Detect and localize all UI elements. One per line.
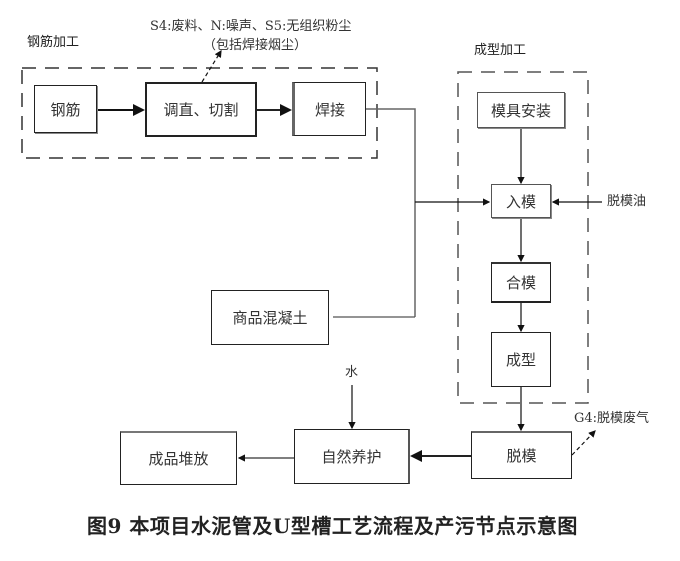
node-demold: 脱模 [471, 431, 572, 479]
node-mold-install: 模具安装 [477, 92, 565, 128]
figure-caption: 图9 本项目水泥管及U型槽工艺流程及产污节点示意图 [87, 514, 578, 538]
rebar-group-border [21, 67, 378, 159]
node-straighten-cut: 调直、切割 [145, 82, 257, 137]
pointer-rebar-pollution [201, 49, 222, 83]
node-product-stacking: 成品堆放 [120, 431, 237, 485]
release-oil-label: 脱模油 [607, 194, 647, 209]
water-label: 水 [345, 365, 359, 380]
rebar-pollution-label-line1: S4:废料、N:噪声、S5:无组织粉尘 [150, 19, 352, 34]
rebar-pollution-label-line2: （包括焊接烟尘） [203, 38, 308, 53]
node-concrete: 商品混凝土 [211, 290, 329, 345]
node-rebar: 钢筋 [34, 85, 97, 133]
demold-pollution-label: G4:脱模废气 [574, 411, 650, 426]
node-natural-curing: 自然养护 [294, 429, 410, 484]
pointer-demold-pollution [571, 430, 596, 456]
line-weld-to-junction [366, 108, 416, 317]
forming-group-label: 成型加工 [474, 43, 527, 58]
node-forming: 成型 [491, 332, 551, 387]
node-mold-in: 入模 [491, 184, 551, 218]
node-welding: 焊接 [292, 82, 366, 136]
node-mold-close: 合模 [491, 262, 551, 303]
rebar-group-label: 钢筋加工 [27, 35, 80, 50]
